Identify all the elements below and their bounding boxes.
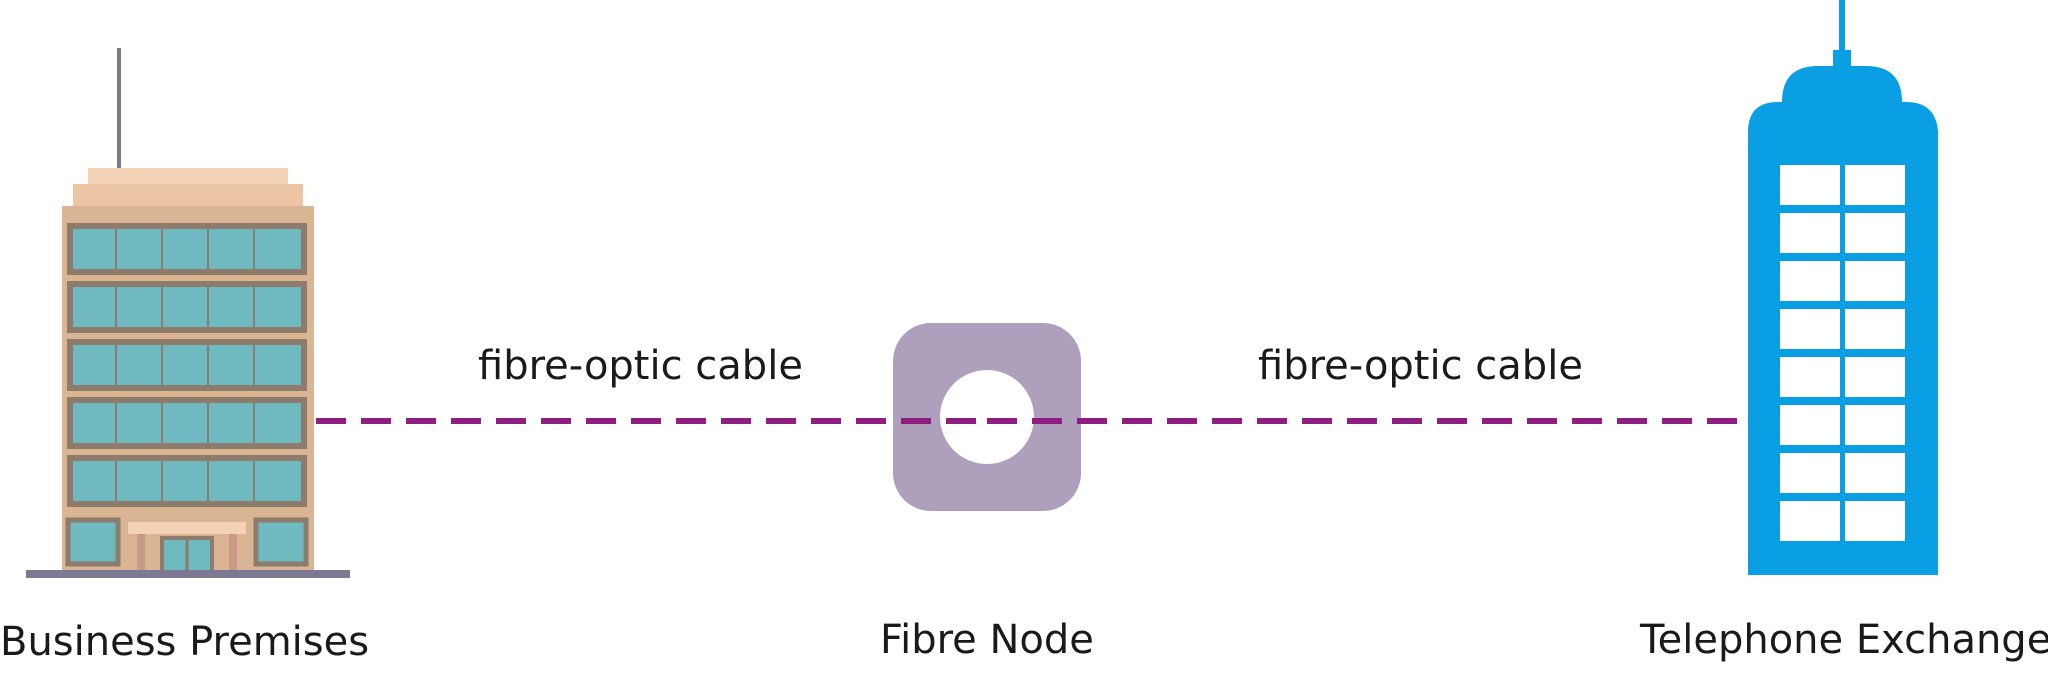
exchange-window <box>1845 165 1905 205</box>
business-premises-label: Business Premises <box>0 619 370 665</box>
roof-top <box>88 168 288 186</box>
window-row <box>67 223 307 275</box>
exchange-window <box>1845 405 1905 445</box>
ground-window-right <box>253 517 309 567</box>
exchange-window <box>1845 213 1905 253</box>
node-hole <box>940 370 1034 464</box>
fibre-node-icon <box>893 323 1081 511</box>
telephone-exchange-label: Telephone Exchange <box>1640 617 2048 663</box>
exchange-window <box>1780 501 1840 541</box>
exchange-antenna-base <box>1833 50 1851 68</box>
entrance-canopy <box>128 522 246 534</box>
cable-label-business-to-node: fibre-optic cable <box>478 343 803 389</box>
exchange-window <box>1845 357 1905 397</box>
exchange-body <box>1748 66 1938 575</box>
fibre-node-label: Fibre Node <box>880 617 1094 663</box>
entrance-pillar <box>137 534 145 574</box>
exchange-window <box>1780 213 1840 253</box>
exchange-window <box>1845 501 1905 541</box>
exchange-window <box>1845 453 1905 493</box>
window-row <box>67 281 307 333</box>
exchange-window <box>1780 357 1840 397</box>
entrance-pillar <box>229 534 237 574</box>
ground-window-left <box>65 517 121 567</box>
office-building-icon <box>26 48 350 578</box>
exchange-window <box>1845 309 1905 349</box>
window-row <box>67 397 307 449</box>
exchange-window <box>1780 261 1840 301</box>
ground-line <box>26 570 350 578</box>
exchange-window <box>1780 309 1840 349</box>
exchange-window <box>1845 261 1905 301</box>
cable-label-node-to-exchange: fibre-optic cable <box>1258 343 1583 389</box>
exchange-window <box>1780 453 1840 493</box>
exchange-window <box>1780 165 1840 205</box>
window-row <box>67 339 307 391</box>
exchange-window <box>1780 405 1840 445</box>
exchange-window-grid <box>1780 165 1905 541</box>
telephone-exchange-tower-icon <box>1748 0 1938 575</box>
window-row <box>67 455 307 507</box>
exchange-antenna <box>1839 0 1845 52</box>
roof-step <box>73 184 303 208</box>
window-rows <box>67 223 307 507</box>
